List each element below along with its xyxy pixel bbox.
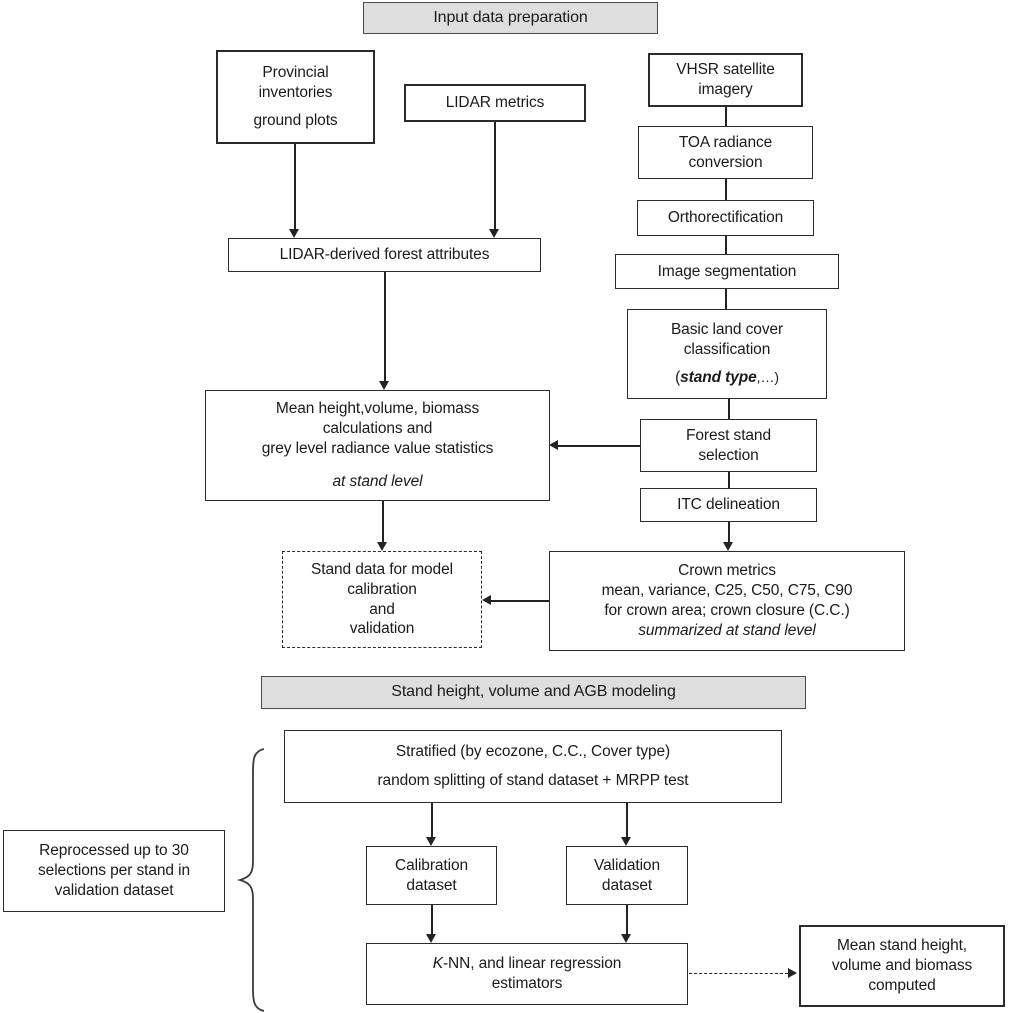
node-line: summarized at stand level <box>638 621 816 639</box>
banner-input-data-preparation: Input data preparation <box>363 2 658 34</box>
node-line: Basic land cover <box>670 320 784 338</box>
connector-landcover-to-forest-stand <box>728 399 730 419</box>
node-itc-delineation: ITC delineation <box>640 488 817 522</box>
banner-label: Input data preparation <box>433 8 588 26</box>
connector-forest-stand-to-itc <box>728 472 730 488</box>
node-line: Stratified (by ecozone, C.C., Cover type… <box>395 743 671 761</box>
connector-ortho-to-segmentation <box>725 236 727 254</box>
arrow-head <box>621 934 631 943</box>
node-line: Calibration <box>395 856 468 874</box>
node-line: computed <box>868 976 936 994</box>
connector-segmentation-to-landcover <box>725 289 727 309</box>
node-line: Mean height,volume, biomass <box>275 399 480 417</box>
connector-mean-calc-to-stand-data <box>382 501 384 542</box>
arrow-head <box>723 542 733 551</box>
node-crown-metrics: Crown metrics mean, variance, C25, C50, … <box>549 551 905 651</box>
connector-validation-to-estimators <box>626 905 628 934</box>
node-line: TOA radiance <box>678 133 773 151</box>
node-forest-stand-selection: Forest stand selection <box>640 419 817 472</box>
node-line: dataset <box>406 876 457 894</box>
arrow-head <box>549 440 558 450</box>
node-line: K-NN, and linear regression <box>432 955 622 973</box>
node-calibration-dataset: Calibration dataset <box>366 846 497 905</box>
node-line: selection <box>698 446 759 464</box>
node-line: and <box>369 600 395 618</box>
arrow-head <box>621 837 631 846</box>
node-line: Image segmentation <box>657 262 797 280</box>
connector-toa-to-ortho <box>725 179 727 200</box>
node-line: random splitting of stand dataset + MRPP… <box>377 772 689 789</box>
banner-stand-modeling: Stand height, volume and AGB modeling <box>261 676 806 709</box>
node-line: Reprocessed up to 30 <box>39 842 189 860</box>
node-stand-data-for-model: Stand data for model calibration and val… <box>282 551 482 648</box>
node-image-segmentation: Image segmentation <box>615 254 839 289</box>
node-line: inventories <box>258 83 333 101</box>
node-line: Forest stand <box>686 426 771 444</box>
node-line: VHSR satellite <box>676 61 775 79</box>
arrow-head <box>489 229 499 238</box>
node-line: dataset <box>601 876 653 894</box>
node-line: validation dataset <box>54 881 174 899</box>
arrow-head <box>482 595 491 605</box>
node-output-mean-stand-height: Mean stand height, volume and biomass co… <box>799 925 1005 1007</box>
node-line: LIDAR metrics <box>445 94 545 112</box>
node-orthorectification: Orthorectification <box>637 200 814 236</box>
node-line: ITC delineation <box>677 496 780 514</box>
node-line: Provincial <box>262 63 329 81</box>
node-line: classification <box>683 340 771 358</box>
node-line: Orthorectification <box>667 209 784 227</box>
arrow-head <box>426 837 436 846</box>
node-line: selections per stand in <box>38 862 190 880</box>
node-line: validation <box>349 620 415 638</box>
arrow-head <box>426 934 436 943</box>
node-line: conversion <box>688 153 763 171</box>
node-line: calibration <box>347 580 417 598</box>
connector-stratified-to-calibration <box>431 803 433 837</box>
node-lidar-derived-forest-attributes: LIDAR-derived forest attributes <box>228 238 541 272</box>
node-line: imagery <box>698 81 753 98</box>
node-knn-linear-regression-estimators: K-NN, and linear regression estimators <box>366 943 688 1005</box>
arrow-head <box>289 229 299 238</box>
node-line: for crown area; crown closure (C.C.) <box>604 602 850 619</box>
arrow-head <box>788 968 797 978</box>
grouping-brace <box>236 748 265 1012</box>
connector-itc-to-crown-metrics <box>728 522 730 542</box>
node-line: volume and biomass <box>831 957 973 975</box>
connector-attributes-to-mean-calc <box>384 272 386 381</box>
node-line: estimators <box>491 975 563 992</box>
banner-label: Stand height, volume and AGB modeling <box>391 683 676 701</box>
node-line: calculations and <box>322 419 433 437</box>
node-line: grey level radiance value statistics <box>261 439 494 457</box>
connector-stratified-to-validation <box>626 803 628 837</box>
node-line: LIDAR-derived forest attributes <box>279 246 490 264</box>
node-lidar-metrics: LIDAR metrics <box>404 84 586 122</box>
node-line-stand-type: (stand type,…) <box>675 369 779 387</box>
node-vhsr-satellite-imagery: VHSR satellite imagery <box>648 53 803 107</box>
connector-provincial-to-attributes <box>294 144 296 229</box>
node-basic-land-cover-classification: Basic land cover classification (stand t… <box>627 309 827 399</box>
arrow-head <box>379 381 389 390</box>
connector-vhsr-to-toa <box>725 107 727 126</box>
node-line: mean, variance, C25, C50, C75, C90 <box>601 582 853 600</box>
node-provincial-inventories: Provincial inventories ground plots <box>216 50 375 144</box>
connector-estimators-to-output <box>689 973 788 974</box>
arrow-head <box>377 542 387 551</box>
node-toa-radiance-conversion: TOA radiance conversion <box>638 126 813 179</box>
node-line: Validation <box>594 856 660 874</box>
node-reprocessed-selections: Reprocessed up to 30 selections per stan… <box>3 830 225 912</box>
connector-lidar-metrics-to-attributes <box>494 122 496 229</box>
node-validation-dataset: Validation dataset <box>566 846 688 905</box>
node-stratified-splitting: Stratified (by ecozone, C.C., Cover type… <box>284 730 782 803</box>
connector-forest-stand-to-mean-calc <box>558 445 641 447</box>
node-line: Stand data for model <box>311 560 453 578</box>
node-line: ground plots <box>253 112 338 130</box>
node-line: Mean stand height, <box>836 937 968 955</box>
connector-crown-metrics-to-stand-data <box>491 600 550 602</box>
node-line: Crown metrics <box>678 562 776 580</box>
node-line: at stand level <box>332 473 423 491</box>
connector-calibration-to-estimators <box>431 905 433 934</box>
node-mean-calculations: Mean height,volume, biomass calculations… <box>205 390 550 501</box>
